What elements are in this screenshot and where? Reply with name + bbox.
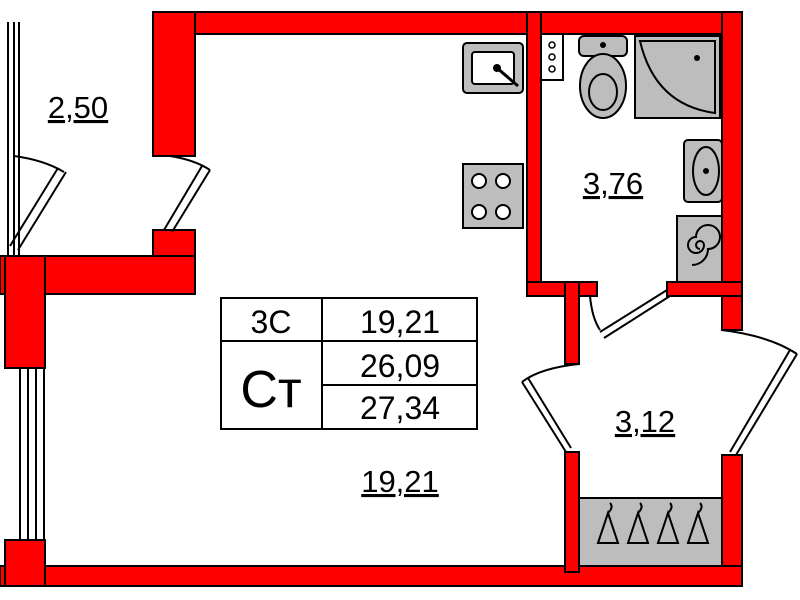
- kitchen-sink-icon: [462, 42, 524, 94]
- summary-table: 3С Ст 19,21 26,09 27,34: [220, 297, 478, 430]
- wall-bath-bottom-left: [526, 281, 598, 297]
- loggia-window-lower: [19, 368, 45, 540]
- toilet-icon: [578, 35, 628, 119]
- type-code: Ст: [240, 361, 301, 419]
- hanger-icon: [686, 502, 710, 544]
- shower-corner-icon: [634, 35, 721, 119]
- door-bathroom: [589, 289, 671, 339]
- door-entrance: [721, 329, 798, 456]
- wardrobe-icon: [578, 497, 723, 567]
- walls: [0, 11, 743, 587]
- rooms-code: 3С: [251, 304, 292, 340]
- living-area-label: 19,21: [361, 464, 439, 499]
- wall-bath-bottom-right: [666, 281, 743, 297]
- hanger-icon: [596, 502, 620, 544]
- wall-pier-upper: [152, 11, 196, 157]
- wall-bottom: [0, 565, 743, 587]
- door-loggia-room: [163, 155, 211, 233]
- living-area-value: 19,21: [360, 304, 440, 340]
- door-loggia-left: [9, 155, 67, 251]
- wall-left-lower: [4, 539, 46, 587]
- total-area-value: 26,09: [360, 348, 440, 384]
- wall-hall-lower: [564, 451, 580, 573]
- hall-area-label: 3,12: [615, 404, 675, 439]
- bathroom-area-label: 3,76: [583, 166, 643, 201]
- loggia-window-upper: [7, 22, 20, 256]
- door-hall-left: [521, 363, 580, 453]
- hanger-icon: [656, 502, 680, 544]
- stove-icon: [462, 163, 524, 229]
- total-with-loggia-value: 27,34: [360, 390, 440, 426]
- wall-left-upper: [4, 255, 46, 369]
- switch-panel-icon: [540, 33, 564, 81]
- washing-machine-icon: [676, 215, 723, 283]
- hanger-icon: [626, 502, 650, 544]
- wall-hall-upper: [564, 281, 580, 365]
- wall-bath-left: [526, 11, 542, 297]
- loggia-area-label: 2,50: [48, 90, 108, 125]
- washbasin-icon: [683, 139, 723, 203]
- wall-top: [152, 11, 741, 35]
